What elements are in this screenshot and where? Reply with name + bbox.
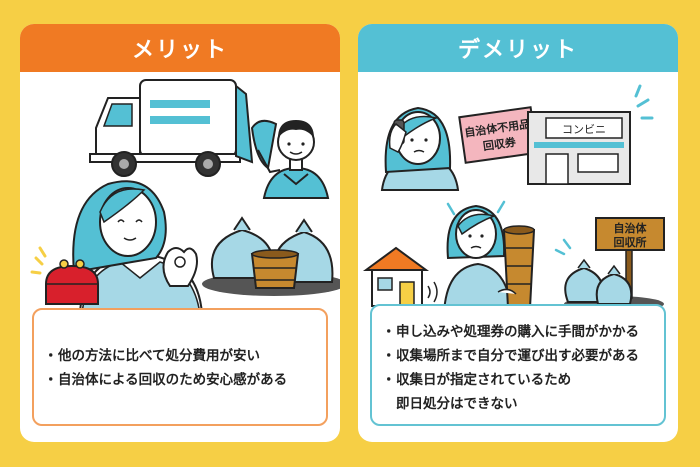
list-item: ・収集場所まで自分で運び出す必要がある — [382, 348, 639, 364]
merit-points-box: ・他の方法に比べて処分費用が安い ・自治体による回収のため安心感がある — [32, 308, 328, 426]
convenience-store-icon: コンビニ — [527, 84, 654, 185]
garbage-truck-icon — [89, 79, 254, 177]
house-icon — [362, 246, 438, 307]
svg-text:コンビニ: コンビニ — [562, 123, 606, 136]
collection-point-icon: 自治体 回収所 — [554, 217, 665, 312]
merit-points-list: ・他の方法に比べて処分費用が安い ・自治体による回収のため安心感がある — [44, 344, 316, 392]
demerit-points-list: ・申し込みや処理券の購入に手間がかかる ・収集場所まで自分で運び出す必要がある … — [382, 320, 654, 416]
garbage-bags-icon — [202, 216, 340, 296]
demerit-header: デメリット — [358, 24, 678, 72]
merit-header: メリット — [20, 24, 340, 72]
merit-panel: メリット — [20, 24, 340, 442]
svg-text:回収券: 回収券 — [482, 135, 518, 154]
woman-phone-icon — [380, 106, 460, 191]
wallet-icon — [30, 246, 99, 305]
ticket-sign-icon: 自治体不用品 回収券 — [458, 106, 539, 164]
list-item: ・申し込みや処理券の購入に手間がかかる — [382, 324, 639, 340]
merit-title: メリット — [131, 38, 228, 63]
list-item: ・他の方法に比べて処分費用が安い — [44, 348, 260, 364]
list-item: ・収集日が指定されているため即日処分はできない — [382, 372, 572, 412]
demerit-points-box: ・申し込みや処理券の購入に手間がかかる ・収集場所まで自分で運び出す必要がある … — [370, 304, 666, 426]
merit-illustration — [30, 79, 340, 314]
worker-person-icon — [250, 119, 330, 199]
svg-text:回収所: 回収所 — [614, 235, 647, 249]
list-item: ・自治体による回収のため安心感がある — [44, 372, 288, 388]
demerit-illustration: 自治体不用品 回収券 コンビニ — [362, 84, 665, 314]
woman-carrying-icon — [442, 200, 536, 314]
demerit-panel: デメリット 自治体不用品 回収券 コンビニ — [358, 24, 678, 442]
woman-person-icon — [72, 180, 204, 314]
demerit-title: デメリット — [457, 38, 578, 63]
svg-text:自治体: 自治体 — [614, 221, 648, 235]
